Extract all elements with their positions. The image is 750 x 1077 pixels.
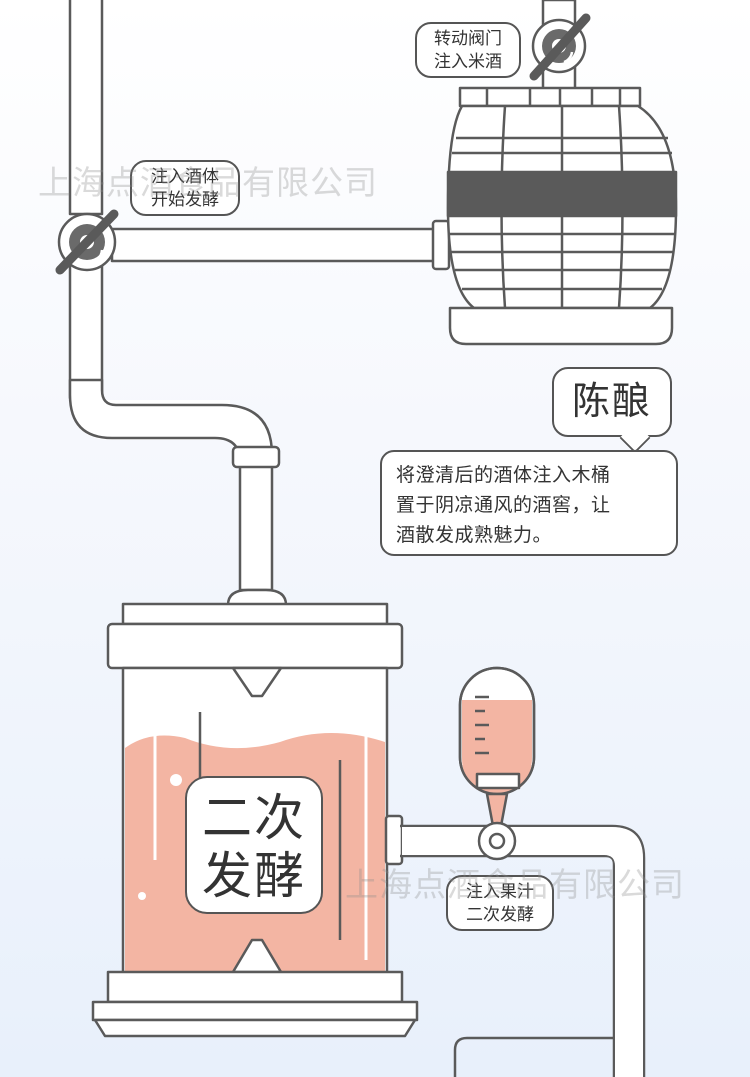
elbow-pipe bbox=[68, 378, 281, 592]
watermark: 上海点酒食品有限公司 bbox=[38, 163, 378, 202]
aging-description-line: 置于阴凉通风的酒窖，让 bbox=[396, 494, 611, 516]
aging-title-bubble: 陈酿 bbox=[552, 367, 672, 437]
ferment-label-line: 开始发酵 bbox=[151, 190, 219, 210]
aging-description-line: 将澄清后的酒体注入木桶 bbox=[396, 464, 611, 486]
ferment-instruction-bubble: 注入酒体 开始发酵 bbox=[130, 160, 240, 216]
barrel-valve[interactable] bbox=[529, 13, 591, 81]
juice-bottle bbox=[458, 666, 536, 828]
second-ferment-title-line: 二次 bbox=[202, 789, 306, 847]
aging-title: 陈酿 bbox=[571, 379, 652, 423]
juice-valve[interactable] bbox=[477, 821, 517, 861]
aging-description-box: 将澄清后的酒体注入木桶 置于阴凉通风的酒窖，让 酒散发成熟魅力。 bbox=[380, 450, 678, 556]
fermentation-valve[interactable] bbox=[55, 209, 119, 275]
barrel-feed-pipe bbox=[110, 219, 451, 271]
juice-instruction-bubble: 注入果汁 二次发酵 bbox=[446, 875, 554, 931]
second-ferment-title-box: 二次 发酵 bbox=[185, 776, 323, 914]
juice-label-line: 二次发酵 bbox=[466, 905, 534, 925]
ferment-label-line: 注入酒体 bbox=[151, 167, 219, 187]
watermark: 上海点酒食品有限公司 bbox=[345, 865, 685, 904]
juice-pipe bbox=[384, 814, 646, 1077]
valve-label-line: 转动阀门 bbox=[434, 29, 502, 49]
valve-label-line: 注入米酒 bbox=[434, 52, 502, 72]
aging-description-line: 酒散发成熟魅力。 bbox=[396, 524, 553, 546]
valve-instruction-bubble: 转动阀门 注入米酒 bbox=[415, 22, 521, 78]
juice-label-line: 注入果汁 bbox=[466, 882, 534, 902]
second-ferment-title-line: 发酵 bbox=[202, 847, 306, 905]
aging-barrel bbox=[446, 86, 678, 346]
